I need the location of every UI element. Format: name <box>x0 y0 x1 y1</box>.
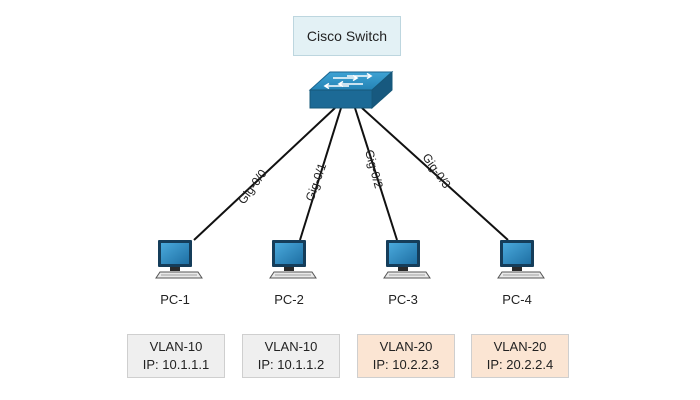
ip-label: IP: 10.2.2.3 <box>372 357 440 372</box>
pc-label-2: PC-2 <box>274 292 304 307</box>
computer-icon <box>383 240 431 279</box>
link-gig-0-2 <box>354 107 398 241</box>
vlan-label: VLAN-20 <box>379 339 433 354</box>
switch-title: Cisco Switch <box>306 28 388 44</box>
port-label: Gig-0/3 <box>420 151 454 192</box>
pc-label-1: PC-1 <box>160 292 190 307</box>
port-label: Gig-0/2 <box>362 148 386 190</box>
computer-icon <box>155 240 203 279</box>
network-switch-icon <box>308 70 394 110</box>
switch-title-box: Cisco Switch <box>293 16 401 56</box>
vlan-box-pc-2: VLAN-10 IP: 10.1.1.2 <box>242 334 340 378</box>
pc-label-3: PC-3 <box>388 292 418 307</box>
link-gig-0-3 <box>361 107 509 241</box>
pc-label-4: PC-4 <box>502 292 532 307</box>
ip-label: IP: 20.2.2.4 <box>486 357 554 372</box>
ip-label: IP: 10.1.1.2 <box>257 357 325 372</box>
vlan-label: VLAN-10 <box>149 339 203 354</box>
ip-label: IP: 10.1.1.1 <box>142 357 210 372</box>
computer-icon <box>497 240 545 279</box>
port-label: Gig-0/1 <box>303 161 330 203</box>
vlan-label: VLAN-20 <box>493 339 547 354</box>
link-gig-0-1 <box>299 107 342 241</box>
port-label: Gig-0/0 <box>235 166 270 206</box>
computer-icon <box>269 240 317 279</box>
vlan-label: VLAN-10 <box>264 339 318 354</box>
vlan-box-pc-1: VLAN-10 IP: 10.1.1.1 <box>127 334 225 378</box>
vlan-box-pc-3: VLAN-20 IP: 10.2.2.3 <box>357 334 455 378</box>
link-gig-0-0 <box>193 107 336 241</box>
vlan-box-pc-4: VLAN-20 IP: 20.2.2.4 <box>471 334 569 378</box>
